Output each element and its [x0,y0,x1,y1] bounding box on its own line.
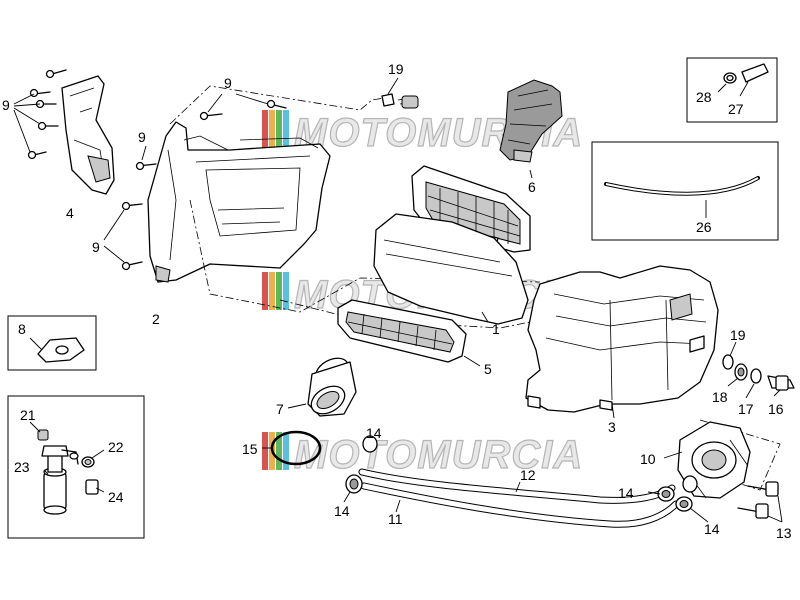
callout-6: 6 [528,179,536,195]
part-2-inner-cover [147,121,331,283]
callout-2: 2 [152,311,160,327]
watermark-stripe [283,272,289,310]
callout-9-lower: 9 [92,239,100,255]
part-15-clamp-ring [262,430,322,466]
callout-4: 4 [66,205,74,221]
callout-9-left: 9 [2,97,10,113]
watermark-stripe [269,110,275,148]
callout-12: 12 [520,467,536,483]
callout-17: 17 [738,401,754,417]
callout-27: 27 [728,101,744,117]
callout-labels: 9 9 9 9 4 2 19 6 28 27 26 1 5 8 7 3 19 1… [2,61,792,541]
watermark-stripe [276,110,282,148]
part-box-27-28 [686,57,778,123]
part-6-intake-duct [499,79,563,179]
watermark-stripe [276,432,282,470]
part-4-side-bracket [61,75,115,195]
watermark-stripe [262,272,268,310]
callout-9-top: 9 [224,75,232,91]
callout-18: 18 [712,389,728,405]
callout-1: 1 [492,321,500,337]
callout-28: 28 [696,89,712,105]
callout-8: 8 [18,321,26,337]
part-10-valve-housing [663,421,751,499]
callout-22: 22 [108,439,124,455]
parts-13-bolts [737,481,783,523]
callout-3: 3 [608,419,616,435]
callout-21: 21 [20,407,36,423]
callout-7: 7 [276,401,284,417]
part-box-8-clip [7,315,97,371]
parts-11-12-hoses [358,468,680,528]
watermark-stripe [262,432,268,470]
part-box-26-tube [591,141,779,241]
part-3-airbox-housing [525,265,719,419]
watermark-stripe [276,272,282,310]
callout-14-left: 14 [334,503,350,519]
parts-14-clamps [343,435,709,523]
watermark-text: MOTOMURCIA [294,433,583,477]
callout-14-right: 14 [618,485,634,501]
callout-26: 26 [696,219,712,235]
callout-19-top: 19 [388,61,404,77]
part-19-top-screw [381,77,419,109]
parts-16-19-fasteners [722,341,795,399]
callout-16: 16 [768,401,784,417]
callout-13: 13 [776,525,792,541]
watermark-stripe [283,432,289,470]
callout-19-right: 19 [730,327,746,343]
screws-9-center [103,93,287,271]
screws-9-left [13,69,67,160]
watermark-stripe [269,272,275,310]
watermark-stripe [262,110,268,148]
watermark-stripe [283,110,289,148]
watermark-bottom: MOTOMURCIA [262,432,583,478]
callout-11: 11 [388,511,403,527]
callout-23: 23 [14,459,30,475]
callout-15: 15 [242,441,258,457]
part-5-grille-lower [337,299,481,367]
part-7-sleeve [287,357,357,417]
callout-14-top: 14 [366,425,382,441]
callout-10: 10 [640,451,656,467]
callout-14-bottom: 14 [704,521,720,537]
part-box-21-24 [7,395,145,539]
part-1-cover-panel [373,213,529,325]
callout-5: 5 [484,361,492,377]
callout-24: 24 [108,489,124,505]
callout-9-mid: 9 [138,129,146,145]
